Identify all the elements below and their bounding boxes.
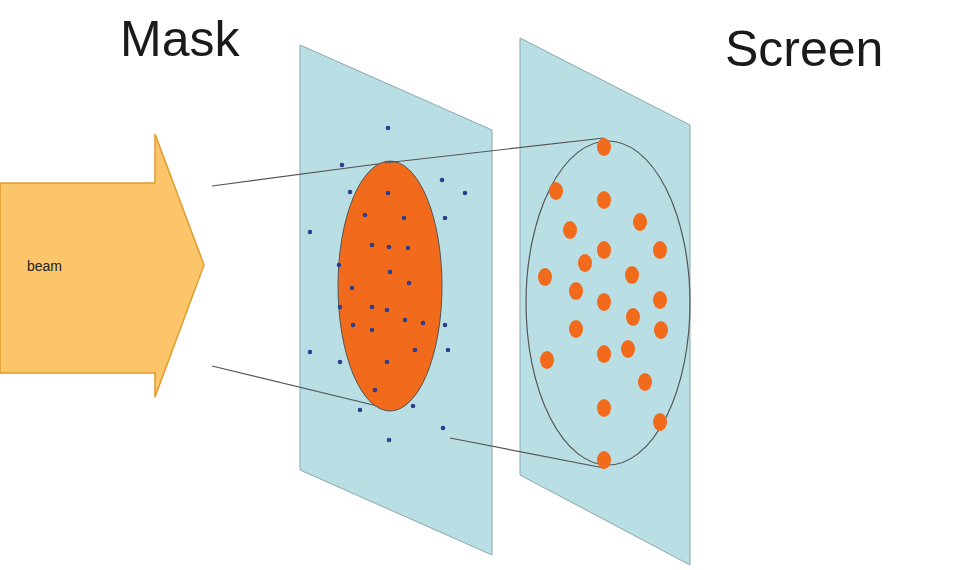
beamlet-spot <box>569 282 583 300</box>
beamlet-spot <box>633 213 647 231</box>
mask-hole <box>308 230 313 235</box>
beamlet-spot <box>597 138 611 156</box>
screen-spot-outline <box>526 141 690 465</box>
beamlet-spot <box>597 241 611 259</box>
mask-hole <box>443 216 448 221</box>
mask-hole <box>446 348 451 353</box>
mask-hole <box>411 404 416 409</box>
mask-hole <box>370 328 375 333</box>
mask-hole <box>387 438 392 443</box>
mask-hole <box>338 305 343 310</box>
beamlet-spot <box>653 241 667 259</box>
mask-hole <box>443 323 448 328</box>
screen-label: Screen <box>725 20 883 78</box>
beamlet-spot <box>625 266 639 284</box>
mask-hole <box>373 388 378 393</box>
beam-label: beam <box>27 258 62 274</box>
mask-hole <box>387 245 392 250</box>
mask-hole <box>440 178 445 183</box>
beamlet-spot <box>578 254 592 272</box>
mask-hole <box>363 213 368 218</box>
mask-hole <box>308 350 313 355</box>
mask-holes <box>308 126 468 443</box>
beamlet-spot <box>597 345 611 363</box>
beamlet-spot <box>597 451 611 469</box>
mask-label: Mask <box>120 10 239 68</box>
mask-hole <box>340 163 345 168</box>
beamlet-spot <box>626 308 640 326</box>
beamlet-spot <box>653 413 667 431</box>
beamlet-spot <box>540 351 554 369</box>
mask-hole <box>370 243 375 248</box>
beamlet-spot <box>569 320 583 338</box>
mask-plane <box>300 45 492 555</box>
mask-hole <box>421 321 426 326</box>
mask-hole <box>407 281 412 286</box>
mask-hole <box>386 191 391 196</box>
mask-hole <box>413 348 418 353</box>
screen-beamlets <box>538 138 668 469</box>
beamlet-spot <box>597 399 611 417</box>
mask-hole <box>388 270 393 275</box>
beamlet-spot <box>621 340 635 358</box>
beam-arrow: beam <box>0 133 205 398</box>
mask-hole <box>338 360 343 365</box>
mask-hole <box>402 216 407 221</box>
beamlet-spot <box>597 293 611 311</box>
beamlet-spot <box>653 291 667 309</box>
mask-hole <box>441 426 446 431</box>
beamlet-spot <box>563 221 577 239</box>
beamlet-spot <box>638 373 652 391</box>
screen-plane <box>520 38 690 565</box>
mask-beam-spot <box>338 161 442 411</box>
mask-hole <box>385 360 390 365</box>
beamlet-spot <box>538 268 552 286</box>
beamlet-spot <box>549 182 563 200</box>
beamlet-spot <box>597 191 611 209</box>
mask-hole <box>348 190 353 195</box>
beamlet-spot <box>654 321 668 339</box>
mask-hole <box>350 286 355 291</box>
mask-hole <box>403 318 408 323</box>
mask-hole <box>385 308 390 313</box>
mask-hole <box>406 246 411 251</box>
mask-hole <box>337 263 342 268</box>
mask-hole <box>463 191 468 196</box>
mask-hole <box>358 408 363 413</box>
mask-hole <box>351 323 356 328</box>
mask-hole <box>370 305 375 310</box>
mask-hole <box>386 126 391 131</box>
projection-lines <box>385 138 604 468</box>
